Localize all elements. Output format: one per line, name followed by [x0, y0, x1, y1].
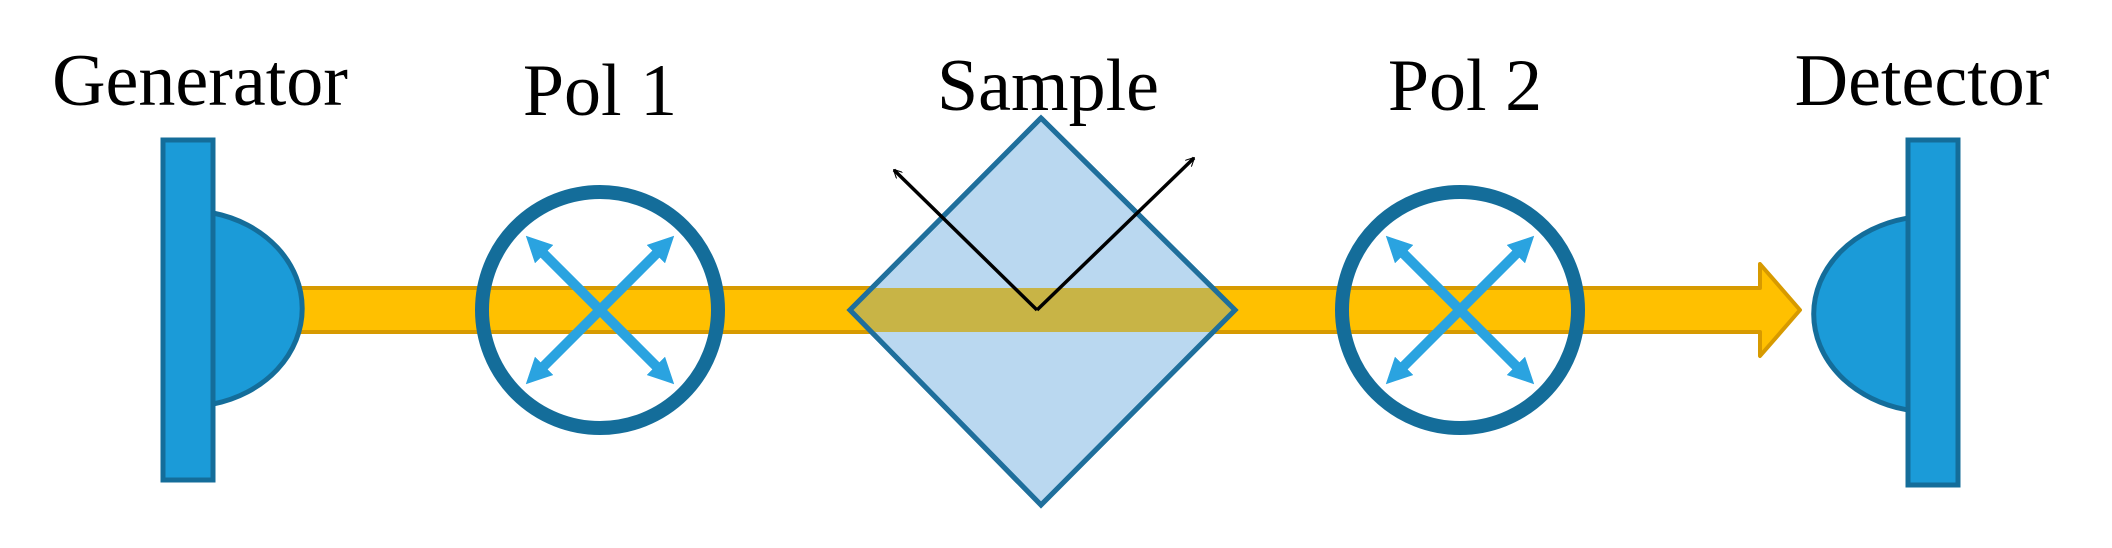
- generator: [160, 137, 305, 483]
- sample: [846, 114, 1239, 509]
- generator-plate: [160, 137, 216, 483]
- sample-label: Sample: [937, 45, 1159, 127]
- polarizer-2: [1335, 185, 1585, 435]
- detector: [1811, 137, 1961, 488]
- polarizer-axis-arrow: [1385, 235, 1535, 385]
- detector-icon: [1811, 215, 1911, 413]
- pol2-label: Pol 2: [1388, 45, 1542, 127]
- polarizer-1: [475, 185, 725, 435]
- generator-label: Generator: [52, 40, 348, 122]
- polarizer-axis-arrow: [525, 235, 675, 385]
- sample-axis-arrow-right: [1035, 158, 1194, 312]
- generator-icon: [210, 209, 305, 408]
- polarizer-icon: [475, 185, 725, 435]
- pol1-label: Pol 1: [523, 50, 677, 132]
- sample-axis-arrow-left: [894, 170, 1039, 312]
- sample-outline-edge: [846, 116, 1239, 509]
- polarizer-icon: [1335, 185, 1585, 435]
- detector-plate: [1905, 137, 1961, 488]
- beam-in-sample: [850, 288, 1235, 332]
- detector-label: Detector: [1795, 40, 2050, 122]
